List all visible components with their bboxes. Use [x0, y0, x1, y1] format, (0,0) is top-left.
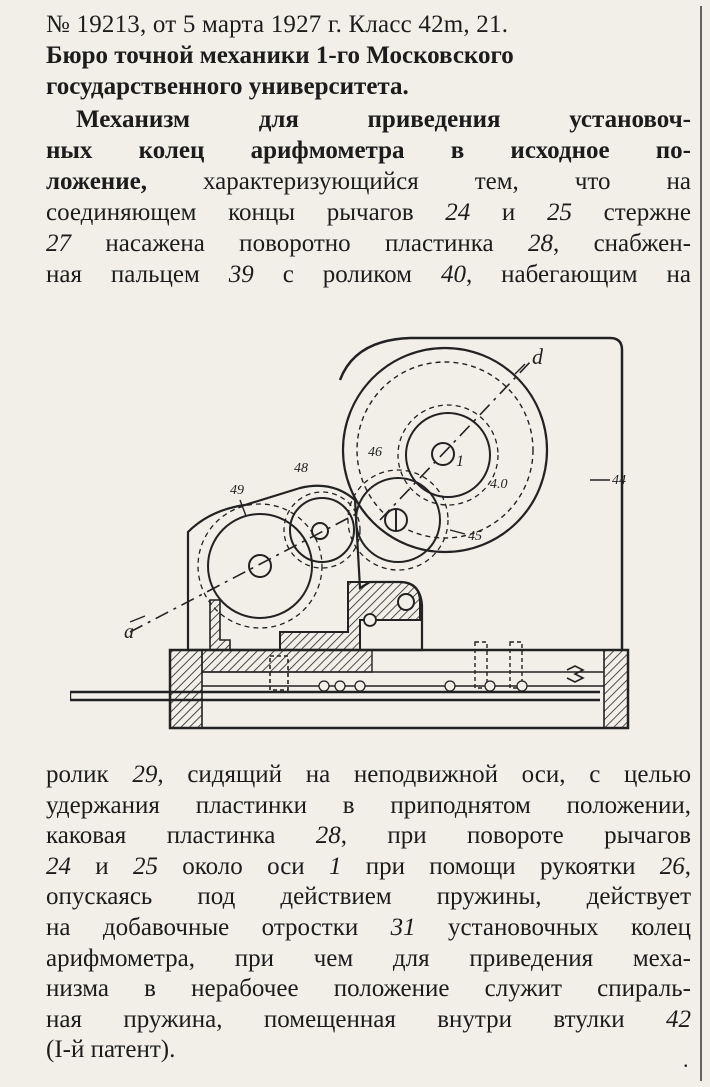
applicant-line: Бюро точной механики 1-го Московского	[46, 42, 514, 69]
bracket	[279, 581, 421, 651]
text-line: 27 насажена поворотно пластинка 28, снаб…	[46, 228, 691, 259]
text-line: 24 и 25 около оси 1 при помощи рукоятки …	[46, 852, 691, 883]
text-line: на добавочные отростки 31 установочных к…	[46, 913, 691, 944]
label-44: 44	[612, 473, 626, 488]
text-run: ,	[684, 852, 692, 880]
claim-intro: Механизм для приведения установоч-ных ко…	[46, 104, 691, 290]
reference-numeral: 1	[328, 852, 342, 880]
text-run: при помощи рукоятки	[341, 852, 660, 880]
mechanism-drawing: d 1 4.0 46 48 49 45 44 a	[70, 336, 630, 730]
text-run: около оси	[157, 852, 329, 880]
text-line: Механизм для приведения установоч-	[46, 104, 691, 135]
text-run: соединяющем концы рычагов	[46, 199, 446, 226]
text-run: на добавочные отростки	[46, 913, 391, 941]
text-run: и	[71, 852, 133, 880]
text-line: опускаясь под действием пружины, действу…	[46, 882, 691, 913]
text-run: ная пружина, помещенная внутри втулки	[46, 1005, 666, 1033]
label-1: 1	[456, 453, 464, 470]
claim-continuation: ролик 29, сидящий на неподвижной оси, с …	[46, 760, 691, 1066]
text-run: и	[470, 199, 547, 226]
text-line: низма в нерабочее положение служит спира…	[46, 974, 691, 1005]
text-line: ная пальцем 39 с роликом 40, набегающим …	[46, 259, 691, 290]
label-40: 4.0	[490, 477, 508, 492]
text-run: опускаясь под действием пружины, действу…	[46, 883, 691, 911]
text-run: , сидящий на неподвижной оси, с целью	[157, 761, 692, 788]
text-line: ная пружина, помещенная внутри втулки 42	[46, 1005, 691, 1036]
reference-numeral: 42	[666, 1005, 691, 1033]
text-run: каковая пластинка	[46, 822, 316, 850]
label-d: d	[532, 344, 544, 369]
label-49: 49	[230, 483, 244, 498]
patent-header: № 19213, от 5 марта 1927 г. Класс 42m, 2…	[46, 11, 509, 38]
reference-numeral: 26	[659, 852, 685, 880]
text-line: соединяющем концы рычагов 24 и 25 стержн…	[46, 197, 691, 228]
reference-numeral: 29	[132, 761, 158, 788]
text-line: каковая пластинка 28, при повороте рычаг…	[46, 821, 691, 852]
text-run: ложение,	[46, 168, 147, 195]
text-line: удержания пластинки в приподнятом положе…	[46, 791, 691, 822]
reference-numeral: 39	[228, 261, 254, 288]
text-line: ложение, характеризующийся тем, что на	[46, 166, 691, 197]
text-run: (I-й патент).	[46, 1036, 176, 1064]
text-line: арифмометра, при чем для приведения меха…	[46, 944, 691, 975]
end-mark: .	[683, 1047, 689, 1072]
text-run: , при повороте рычагов	[340, 822, 691, 850]
reference-numeral: 27	[46, 230, 71, 257]
applicant-line: государственного университета.	[46, 73, 409, 100]
text-run: насажена поворотно пластинка	[71, 230, 528, 257]
label-48: 48	[294, 461, 308, 476]
reference-numeral: 40	[440, 261, 466, 288]
text-line: ных колец арифмометра в исходное по-	[46, 135, 691, 166]
label-45: 45	[468, 529, 482, 544]
gear-49	[207, 513, 313, 619]
label-46: 46	[368, 445, 382, 460]
label-a: a	[124, 621, 134, 643]
text-run: арифмометра, при чем для приведения меха…	[46, 944, 691, 972]
text-run: стержне	[571, 199, 691, 226]
reference-numeral: 28	[315, 822, 341, 850]
reference-numeral: 31	[390, 913, 416, 941]
text-run: характеризующийся тем, что на	[146, 168, 691, 195]
text-run: с роликом	[253, 261, 441, 288]
reference-numeral: 25	[132, 852, 158, 880]
text-run: ных колец арифмометра в исходное по-	[46, 137, 691, 164]
large-gear	[341, 346, 549, 554]
reference-numeral: 24	[46, 852, 71, 880]
text-run: низма в нерабочее положение служит спира…	[46, 975, 691, 1003]
text-line: (I-й патент).	[46, 1035, 691, 1066]
text-line: ролик 29, сидящий на неподвижной оси, с …	[46, 760, 691, 791]
text-run: установочных колец	[415, 913, 691, 941]
text-run: , набегающим на	[465, 261, 692, 288]
reference-numeral: 25	[546, 199, 572, 226]
text-run: Механизм для приведения установоч-	[76, 106, 691, 133]
reference-numeral: 24	[445, 199, 471, 226]
text-run: ная пальцем	[46, 261, 229, 288]
text-run: , снабжен-	[552, 230, 691, 257]
text-run: удержания пластинки в приподнятом положе…	[46, 791, 691, 819]
small-gear	[289, 497, 355, 563]
housing-plate	[338, 336, 624, 650]
applicant: Бюро точной механики 1-го Московского го…	[46, 40, 691, 102]
right-margin-rule	[700, 6, 702, 1081]
lever-plate	[186, 484, 424, 652]
reference-numeral: 28	[527, 230, 553, 257]
text-run: ролик	[46, 761, 133, 788]
